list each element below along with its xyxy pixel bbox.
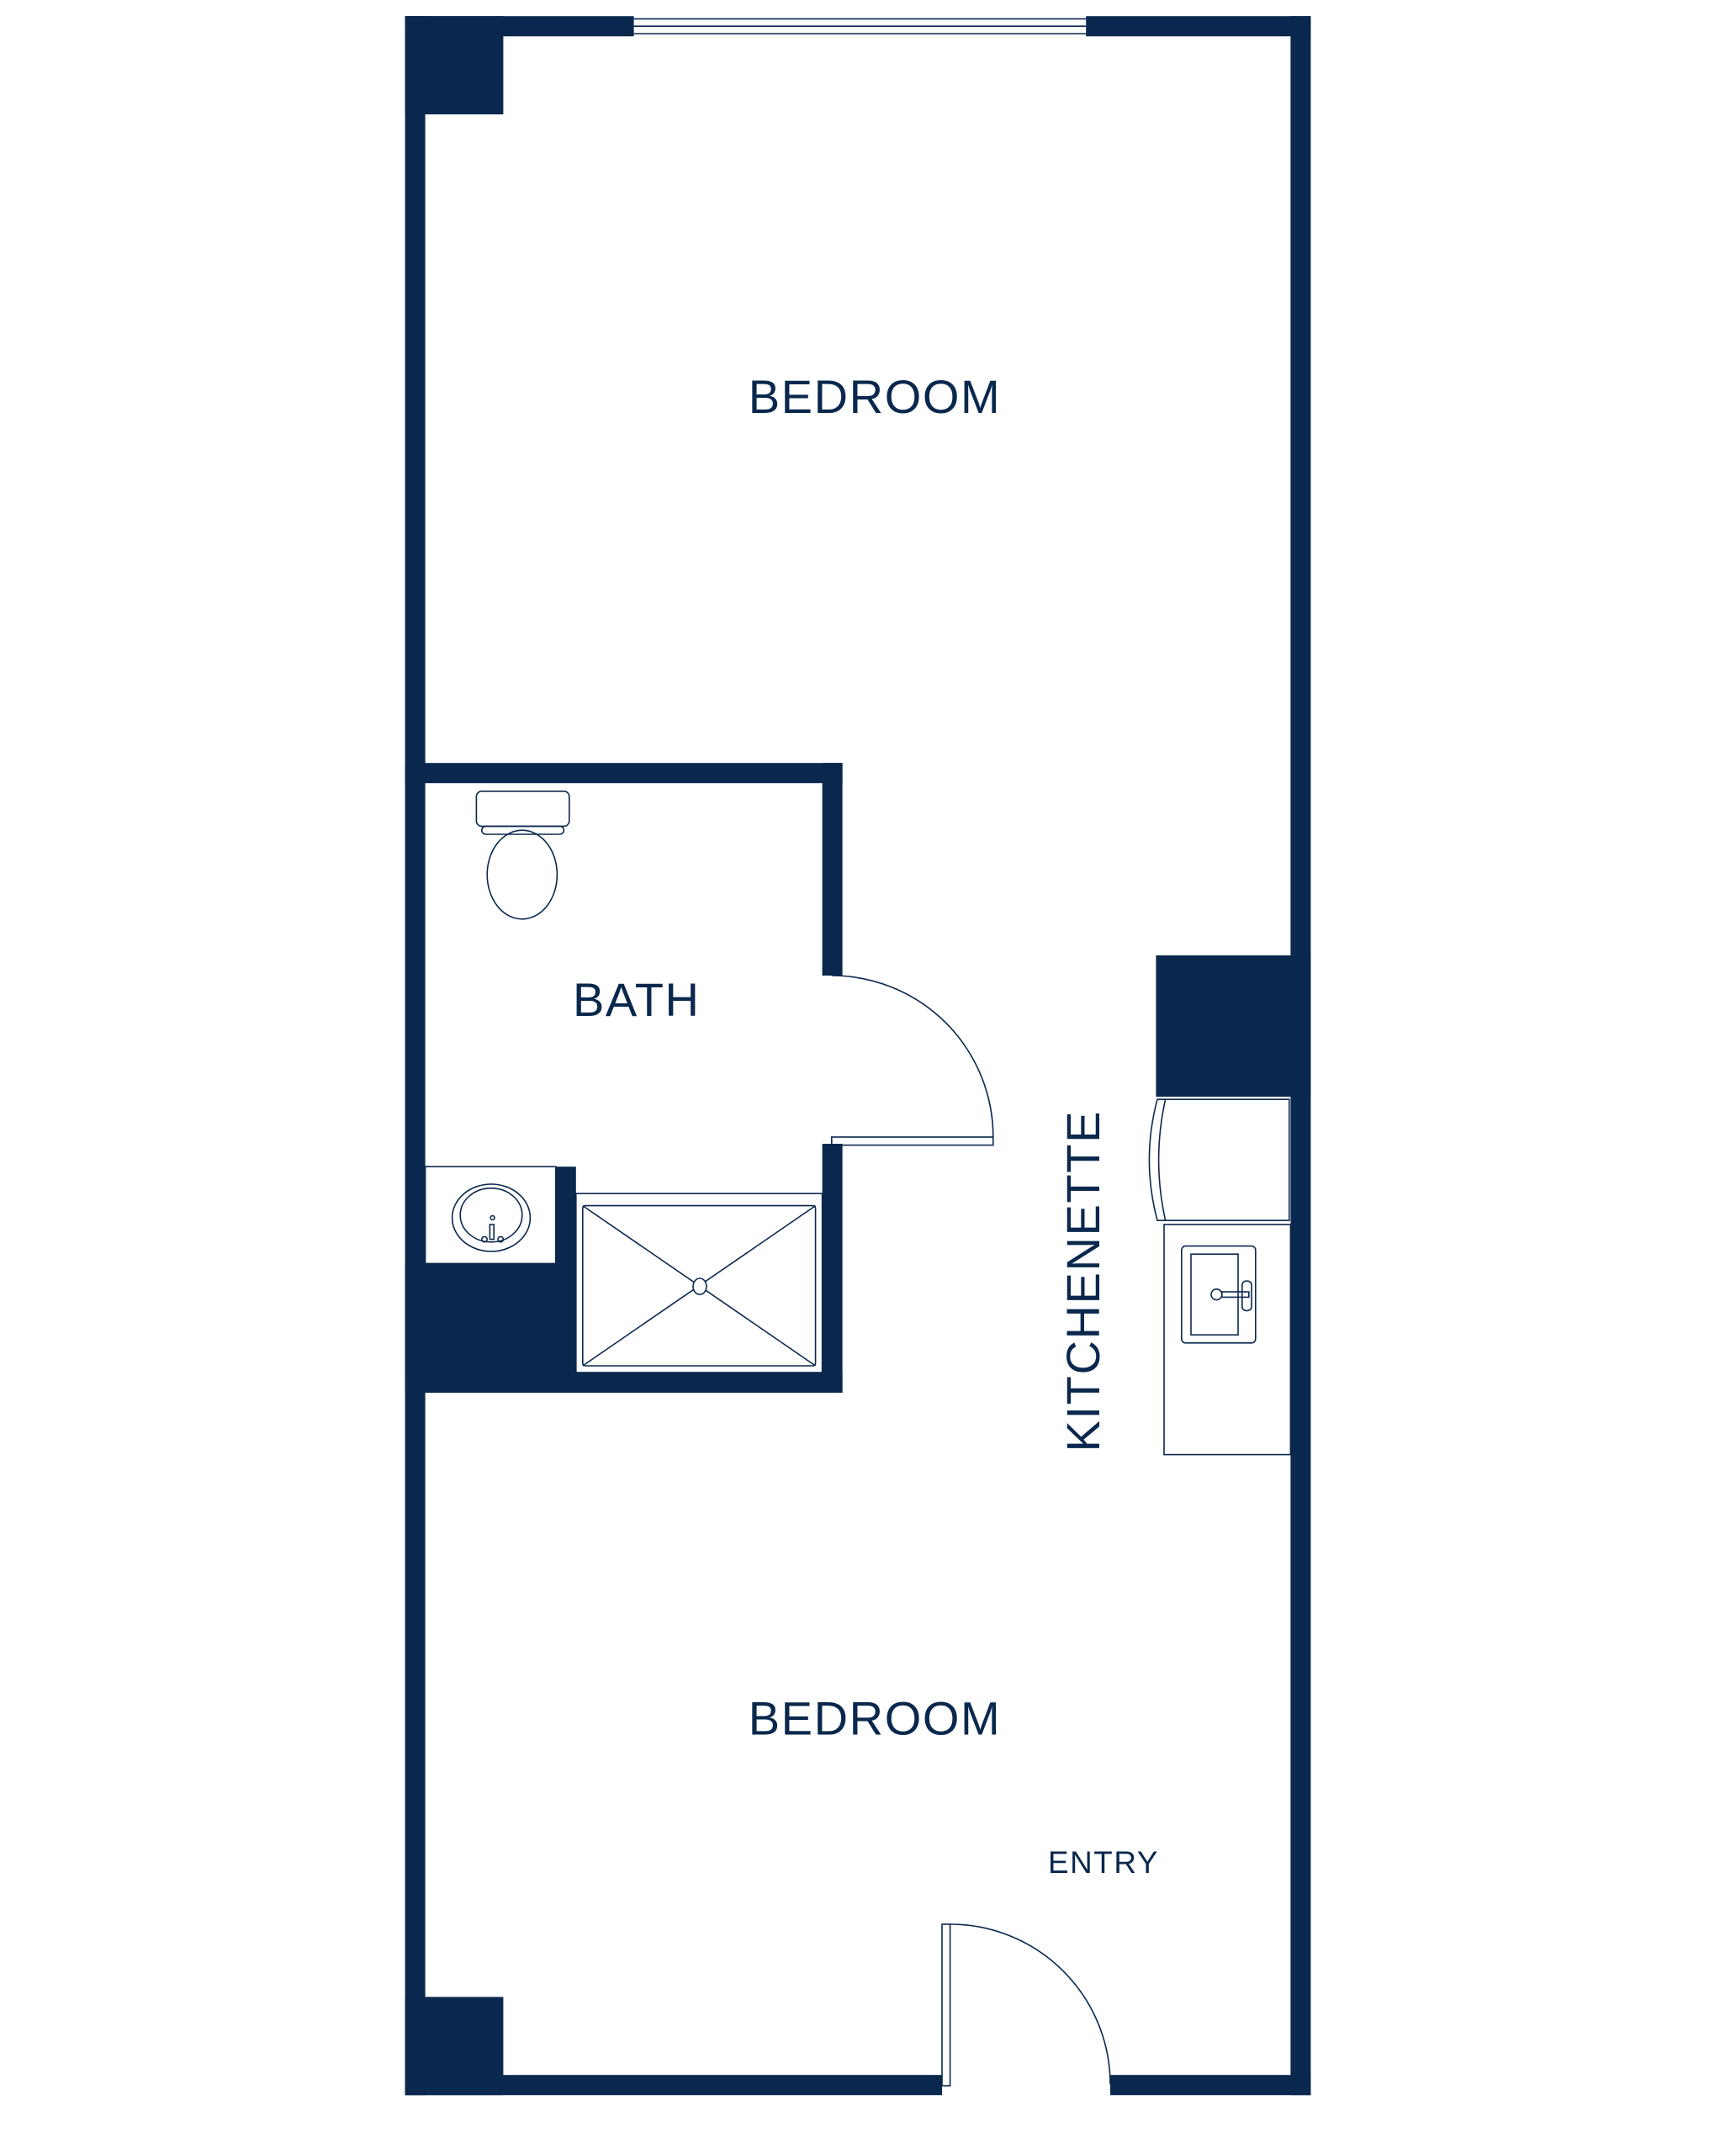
vanity-wall-block xyxy=(405,1263,576,1393)
kitchen-counter xyxy=(1163,1224,1292,1456)
column-top-left xyxy=(405,16,504,115)
wall-left xyxy=(405,16,426,2096)
shower-icon xyxy=(575,1193,823,1373)
column-kitchenette xyxy=(1156,955,1311,1097)
toilet-icon xyxy=(475,791,570,920)
wall-top-right xyxy=(1086,16,1311,37)
room-label-bedroom-top: BEDROOM xyxy=(749,370,1002,423)
window xyxy=(633,18,1087,34)
room-label-kitchenette: KITCHENETTE xyxy=(1056,1110,1109,1452)
exterior-walls xyxy=(405,16,1311,2096)
room-label-bedroom-bottom: BEDROOM xyxy=(749,1691,1002,1744)
room-label-entry: ENTRY xyxy=(1048,1845,1159,1880)
kitchen-sink-icon xyxy=(1181,1245,1257,1344)
entry-door[interactable] xyxy=(941,1923,1111,2087)
bathroom-sink-icon xyxy=(424,1166,557,1265)
wall-bottom-right xyxy=(1110,2075,1311,2096)
bath-walls xyxy=(405,763,843,1393)
column-bottom-left xyxy=(405,1997,504,2096)
bath-door[interactable] xyxy=(831,975,994,1146)
refrigerator-icon xyxy=(1148,1098,1290,1221)
room-label-bath: BATH xyxy=(573,973,701,1026)
